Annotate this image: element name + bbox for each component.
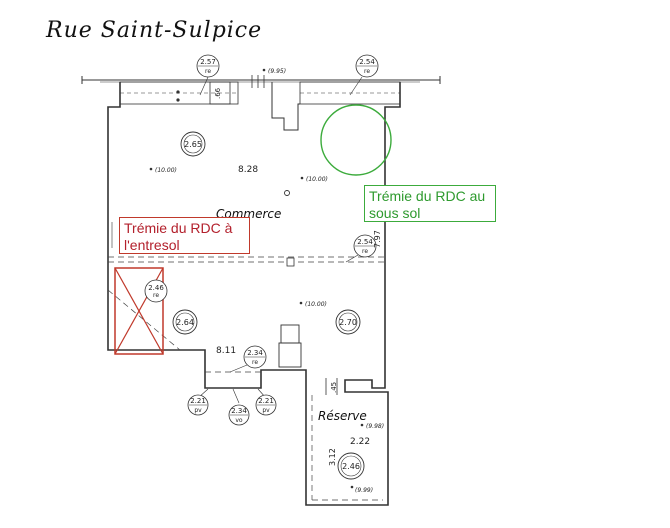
column-dot bbox=[176, 98, 180, 102]
beam-height-window-right-suffix: re bbox=[364, 68, 370, 75]
level-dot-reserve-top bbox=[360, 423, 364, 427]
opening-right-height: 2.21 bbox=[258, 397, 274, 405]
beam-height-side-right-suffix: re bbox=[362, 248, 368, 255]
ceiling-height-front-text: 2.65 bbox=[184, 140, 202, 149]
beam-height-side-right-text: 2.54 bbox=[357, 238, 373, 246]
beam-height-side-right: 2.54 re bbox=[345, 234, 377, 263]
level-back: (10.00) bbox=[305, 301, 327, 308]
room-label-reserve: Réserve bbox=[318, 409, 367, 423]
beam-height-back-suffix: re bbox=[252, 359, 258, 366]
level-dot-front bbox=[149, 167, 153, 171]
opening-left-type: pv bbox=[194, 407, 202, 414]
entrance-pier bbox=[209, 81, 231, 105]
ceiling-height-middle-left: 2.64 bbox=[172, 309, 198, 335]
opening-badge-left: 2.21 pv bbox=[187, 388, 209, 416]
ceiling-height-middle-right-text: 2.70 bbox=[339, 318, 357, 327]
shop-right-wall bbox=[305, 82, 401, 506]
pillar-block-2 bbox=[278, 342, 302, 368]
dimension-reserve-width: 2.22 bbox=[350, 437, 370, 447]
level-dot-entrance bbox=[262, 68, 266, 72]
level-dot-back bbox=[299, 301, 303, 305]
beam-height-window-right: 2.54 re bbox=[349, 54, 379, 96]
level-front: (10.00) bbox=[155, 167, 177, 174]
dimension-right-height: 7.97 bbox=[373, 230, 382, 248]
dimension-back-width: 8.11 bbox=[216, 346, 236, 356]
beam-height-window-right-text: 2.54 bbox=[359, 58, 375, 66]
ceiling-height-middle-left-text: 2.64 bbox=[176, 318, 194, 327]
street-name-label: Rue Saint-Sulpice bbox=[46, 18, 263, 43]
beam-line-diagonal bbox=[107, 289, 181, 351]
ceiling-height-middle-right: 2.70 bbox=[335, 309, 361, 335]
ceiling-height-tremie: 2.46 re bbox=[144, 279, 168, 303]
pillar-block bbox=[280, 324, 300, 344]
entrance-pillar-left bbox=[271, 82, 300, 131]
shop-outer-wall bbox=[107, 82, 307, 390]
level-center: (10.00) bbox=[306, 176, 328, 183]
beam-height-window-left-text: 2.57 bbox=[200, 58, 216, 66]
ceiling-height-reserve: 2.46 bbox=[337, 452, 365, 480]
opening-center-height: 2.34 bbox=[231, 407, 247, 415]
opening-right-type: pv bbox=[262, 407, 270, 414]
tremie-entresol-callout: Trémie du RDC à l'entresol bbox=[119, 217, 250, 254]
opening-center-type: vo bbox=[235, 417, 243, 424]
column-dot-2 bbox=[176, 90, 180, 94]
level-reserve-bottom: (9.99) bbox=[355, 487, 373, 494]
tremie-marker bbox=[286, 257, 295, 267]
level-reserve-top: (9.98) bbox=[366, 423, 384, 430]
center-point bbox=[284, 190, 290, 196]
dimension-front-depth: 8.28 bbox=[238, 165, 258, 175]
tremie-sous-sol-area bbox=[320, 104, 392, 176]
level-dot-reserve-bottom bbox=[350, 485, 354, 489]
level-entrance: (9.95) bbox=[268, 68, 286, 75]
beam-height-window-left-suffix: re bbox=[205, 68, 211, 75]
opening-left-height: 2.21 bbox=[190, 397, 206, 405]
opening-badge-right: 2.21 pv bbox=[255, 388, 277, 416]
level-dot-center bbox=[300, 176, 304, 180]
beam-height-back-text: 2.34 bbox=[247, 349, 263, 357]
dimension-reserve-height: 3.12 bbox=[328, 448, 337, 466]
beam-height-window-left: 2.57 re bbox=[196, 54, 220, 96]
ceiling-height-tremie-suffix: re bbox=[153, 292, 159, 299]
opening-badge-center: 2.34 vo bbox=[228, 388, 250, 426]
ceiling-height-front: 2.65 bbox=[180, 131, 206, 157]
beam-height-back: 2.34 re bbox=[229, 345, 267, 373]
tremie-entresol-area bbox=[114, 267, 164, 355]
dimension-pier: .66 bbox=[214, 87, 222, 99]
ceiling-height-reserve-text: 2.46 bbox=[342, 462, 360, 471]
tremie-sous-sol-callout: Trémie du RDC au sous sol bbox=[364, 185, 496, 222]
ceiling-height-tremie-text: 2.46 bbox=[148, 284, 164, 292]
dimension-door: .45 bbox=[330, 382, 338, 393]
